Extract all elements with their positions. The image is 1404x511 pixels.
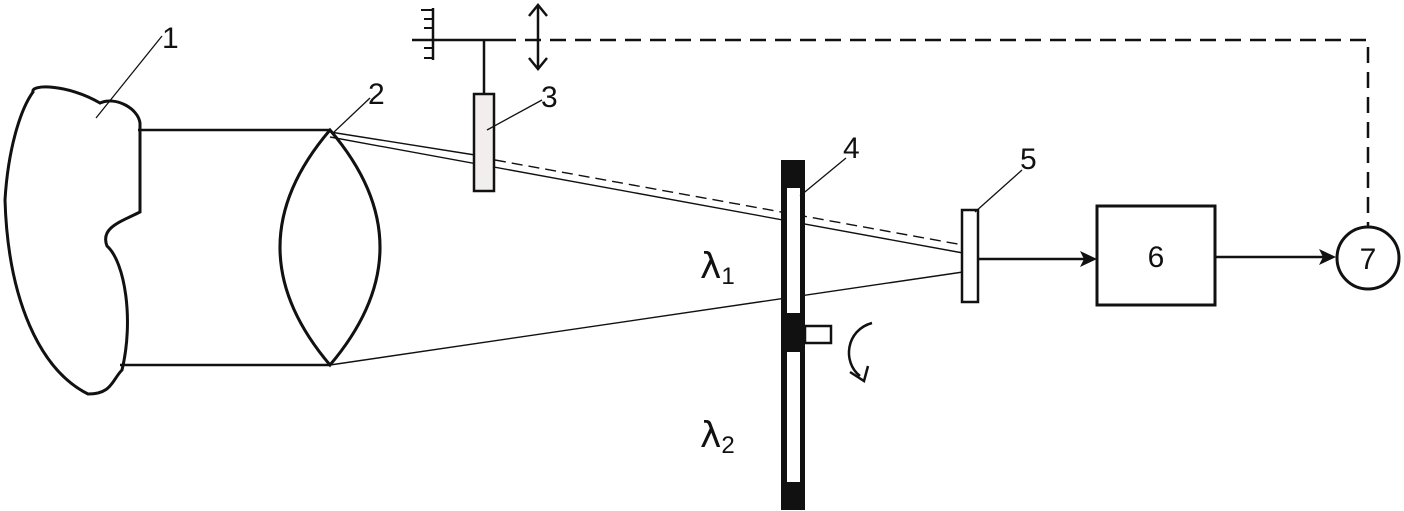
modulator-label: 4 [843,132,860,165]
wavelength-2-label: λ2 [700,415,735,459]
detector-label: 5 [1020,143,1037,176]
modulator-leader-line [799,157,847,197]
reference-label: 3 [541,81,558,114]
ray-reference-to-lens [329,131,476,156]
lens-shape [278,127,382,368]
detector-leader-line [974,169,1023,213]
wavelength-1-label: λ1 [700,246,735,290]
modulator-disk [781,160,805,510]
reference-leader-line [486,99,543,131]
indicator-circle [1335,225,1401,291]
arrowhead-icon [1080,251,1097,267]
processing-unit-box [1095,204,1217,307]
vertical-adjust-arrow-icon [528,3,548,71]
rotation-arrow-icon [847,321,873,383]
ray-reference-dashed [494,159,964,246]
scale-icon [412,8,500,60]
arrowhead-icon [1319,249,1336,265]
detector [960,208,980,304]
reference-element [472,92,496,193]
object-label: 1 [162,22,179,55]
feedback-dashed-line [500,38,1370,232]
object-leader-line [95,35,163,119]
disk-axle [803,324,833,345]
lens-label: 2 [368,78,385,111]
lens-leader-line [332,97,371,134]
object-shape [3,85,142,396]
ray-lower [329,271,964,366]
processing-unit-label: 6 [1148,241,1165,274]
indicator-label: 7 [1360,243,1377,276]
ray-upper [329,136,964,254]
